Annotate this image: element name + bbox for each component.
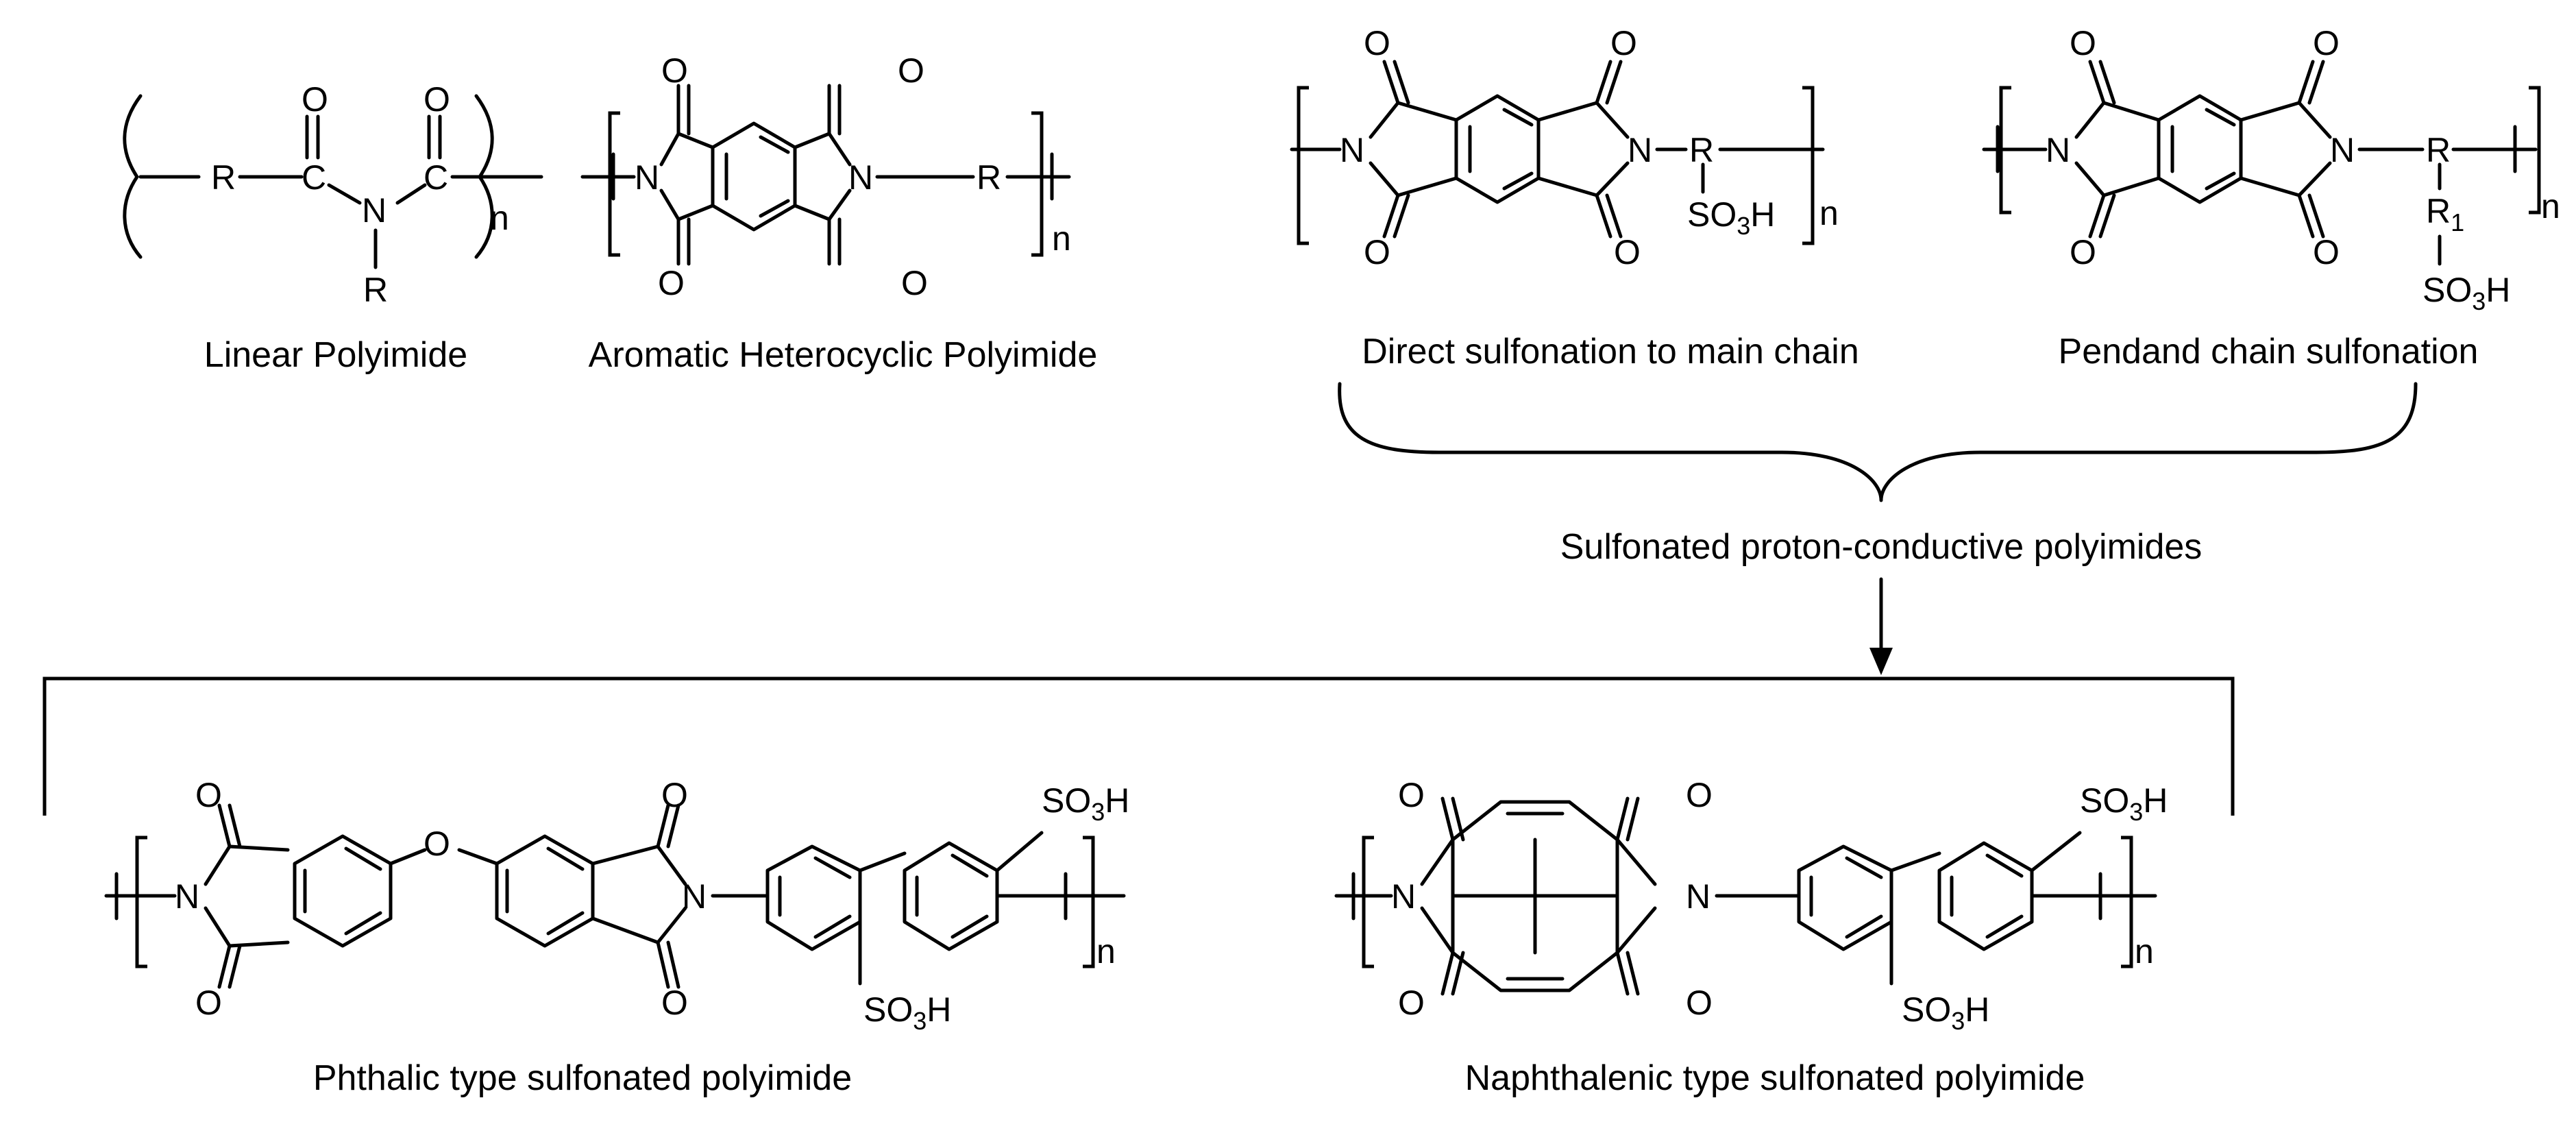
- sulfonic-acid-subscript: 3: [1737, 212, 1750, 240]
- sulfonic-acid-group: SO3H: [1687, 195, 1775, 240]
- caption-phthalic: Phthalic type sulfonated polyimide: [313, 1058, 852, 1098]
- atom-o: O: [1364, 24, 1390, 62]
- aromatic-polyimide-structure: N O O O O N R n: [580, 51, 1071, 302]
- atom-o: O: [2070, 24, 2096, 62]
- sulfonic-acid-group: SO3H: [2080, 781, 2168, 826]
- atom-n: N: [1686, 877, 1710, 916]
- sulfonic-acid-subscript: 3: [1951, 1007, 1965, 1035]
- repeat-n: n: [1052, 219, 1071, 258]
- naphthalenic-polyimide-structure: N O O O O N SO3H: [1334, 776, 2168, 1035]
- atom-o: O: [1398, 984, 1425, 1022]
- atom-o: O: [661, 776, 688, 814]
- atom-n: N: [848, 158, 873, 197]
- caption-aromatic-polyimide: Aromatic Heterocyclic Polyimide: [589, 335, 1098, 375]
- caption-sulfonated-polyimides: Sulfonated proton-conductive polyimides: [1560, 527, 2203, 567]
- atom-o: O: [1610, 24, 1637, 62]
- sulfonic-acid-suffix: H: [1750, 195, 1775, 234]
- atom-o: O: [302, 80, 328, 119]
- atom-o: O: [1686, 984, 1713, 1022]
- atom-o: O: [1364, 233, 1390, 271]
- grouping-brace: [1338, 382, 2418, 502]
- atom-r: R: [1689, 131, 1714, 169]
- repeat-n: n: [2541, 187, 2560, 225]
- atom-n: N: [682, 877, 707, 916]
- atom-n: N: [2046, 131, 2070, 169]
- repeat-n: n: [490, 199, 509, 237]
- sulfonic-acid-suffix: H: [1965, 990, 1989, 1029]
- atom-o: O: [2313, 233, 2340, 271]
- sulfonic-acid-subscript: 3: [2472, 287, 2486, 315]
- repeat-n: n: [2135, 932, 2154, 971]
- sulfonic-acid-suffix: H: [2143, 781, 2168, 820]
- r1-main: R: [2426, 192, 2451, 230]
- atom-o: O: [195, 984, 222, 1022]
- sulfonic-acid-subscript: 3: [2129, 798, 2143, 826]
- atom-o: O: [424, 80, 450, 119]
- atom-c: C: [424, 158, 448, 197]
- atom-o: O: [1614, 233, 1641, 271]
- linear-polyimide-structure: R C O N R C O n: [123, 80, 543, 309]
- atom-n: N: [1628, 131, 1652, 169]
- sulfonic-acid-suffix: H: [927, 990, 951, 1029]
- caption-direct-sulfonation: Direct sulfonation to main chain: [1362, 332, 1859, 371]
- bottom-bracket: [42, 676, 2235, 816]
- atom-o: O: [424, 825, 450, 863]
- atom-n: N: [362, 191, 387, 230]
- caption-pendant-sulfonation: Pendand chain sulfonation: [2059, 332, 2479, 371]
- repeat-n: n: [1096, 932, 1116, 971]
- arrow-head: [1869, 648, 1893, 675]
- atom-o: O: [661, 51, 688, 90]
- atom-o: O: [901, 264, 928, 302]
- sulfonic-acid-prefix: SO: [2422, 271, 2472, 309]
- sulfonic-acid-group: SO3H: [1902, 990, 1989, 1035]
- phthalic-polyimide-structure: N O O O O O N: [104, 776, 1129, 1035]
- sulfonic-acid-prefix: SO: [1687, 195, 1737, 234]
- repeat-n: n: [1819, 194, 1839, 232]
- r1-group: R1: [2426, 192, 2464, 236]
- sulfonic-acid-subscript: 3: [913, 1007, 927, 1035]
- atom-r: R: [363, 271, 388, 309]
- sulfonic-acid-prefix: SO: [2080, 781, 2129, 820]
- sulfonic-acid-subscript: 3: [1091, 798, 1105, 826]
- sulfonic-acid-suffix: H: [1105, 781, 1129, 820]
- atom-o: O: [195, 776, 222, 814]
- pendant-sulfonation-structure: N O O O O N R n R1: [1982, 24, 2560, 315]
- atom-o: O: [658, 264, 685, 302]
- sulfonic-acid-group: SO3H: [2422, 271, 2510, 315]
- atom-o: O: [2070, 233, 2096, 271]
- atom-o: O: [661, 984, 688, 1022]
- direct-sulfonation-structure: N O O O O N R SO3H n: [1290, 24, 1839, 271]
- atom-c: C: [302, 158, 326, 197]
- sulfonic-acid-prefix: SO: [1902, 990, 1951, 1029]
- sulfonic-acid-suffix: H: [2486, 271, 2510, 309]
- atom-r: R: [211, 158, 236, 197]
- atom-n: N: [2330, 131, 2355, 169]
- atom-o: O: [898, 51, 924, 90]
- r1-subscript: 1: [2451, 208, 2464, 236]
- atom-n: N: [175, 877, 199, 916]
- atom-n: N: [635, 158, 659, 197]
- atom-o: O: [1686, 776, 1713, 814]
- sulfonic-acid-prefix: SO: [863, 990, 913, 1029]
- atom-n: N: [1340, 131, 1364, 169]
- caption-linear-polyimide: Linear Polyimide: [204, 335, 467, 375]
- sulfonic-acid-prefix: SO: [1042, 781, 1091, 820]
- atom-r: R: [977, 158, 1001, 197]
- sulfonic-acid-group: SO3H: [863, 990, 951, 1035]
- atom-n: N: [1391, 877, 1416, 916]
- atom-r: R: [2426, 131, 2451, 169]
- atom-o: O: [2313, 24, 2340, 62]
- atom-o: O: [1398, 776, 1425, 814]
- caption-naphthalenic: Naphthalenic type sulfonated polyimide: [1465, 1058, 2085, 1098]
- sulfonic-acid-group: SO3H: [1042, 781, 1129, 826]
